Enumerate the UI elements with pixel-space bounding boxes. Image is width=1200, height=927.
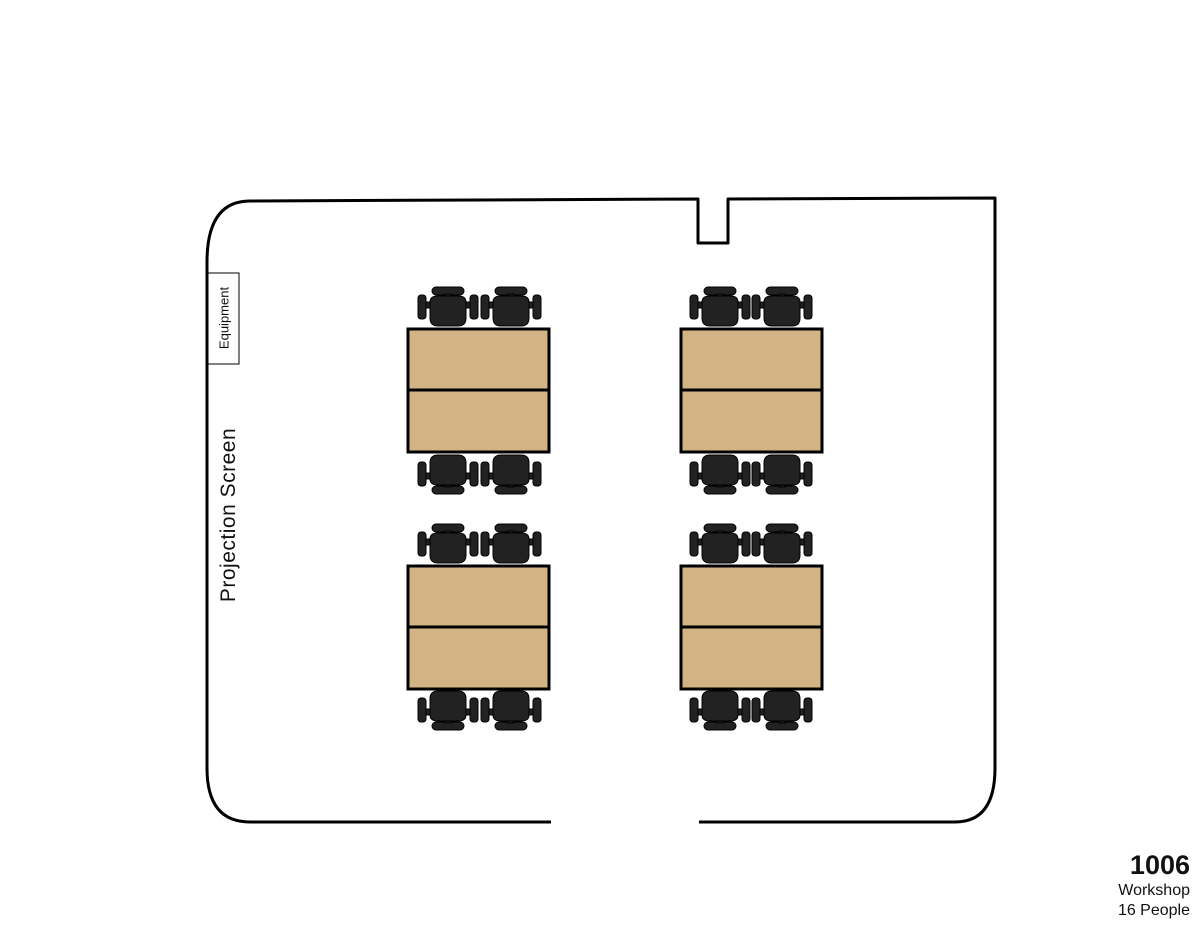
table: [679, 327, 824, 392]
equipment-label: Equipment: [216, 286, 232, 350]
room-capacity: 16 People: [1117, 902, 1190, 919]
chair-icon: [417, 690, 479, 731]
table: [406, 625, 551, 691]
table: [406, 327, 551, 392]
room-number: 1006: [1129, 850, 1190, 880]
room-layout-type: Workshop: [1118, 882, 1190, 899]
chair-icon: [480, 523, 542, 564]
projection-screen-label: Projection Screen: [217, 427, 240, 603]
equipment-box: [207, 272, 240, 365]
chair-icon: [751, 523, 813, 564]
table: [679, 625, 824, 691]
chair-icon: [480, 454, 542, 495]
chair-icon: [417, 286, 479, 327]
table-group-bottom-left: [406, 523, 551, 731]
chair-icon: [417, 523, 479, 564]
table: [679, 564, 824, 629]
table-group-top-left: [406, 286, 551, 495]
chair-icon: [751, 286, 813, 327]
chair-icon: [480, 690, 542, 731]
chair-icon: [751, 690, 813, 731]
chair-icon: [689, 523, 751, 564]
table: [679, 388, 824, 454]
chair-icon: [417, 454, 479, 495]
table: [406, 388, 551, 454]
chair-icon: [689, 454, 751, 495]
table-group-top-right: [679, 286, 824, 495]
chair-icon: [689, 286, 751, 327]
table: [406, 564, 551, 629]
chair-icon: [480, 286, 542, 327]
room-wall: [205, 196, 997, 824]
chair-icon: [751, 454, 813, 495]
table-group-bottom-right: [679, 523, 824, 731]
room-info: 1006 Workshop 16 People: [1118, 849, 1190, 921]
chair-icon: [689, 690, 751, 731]
